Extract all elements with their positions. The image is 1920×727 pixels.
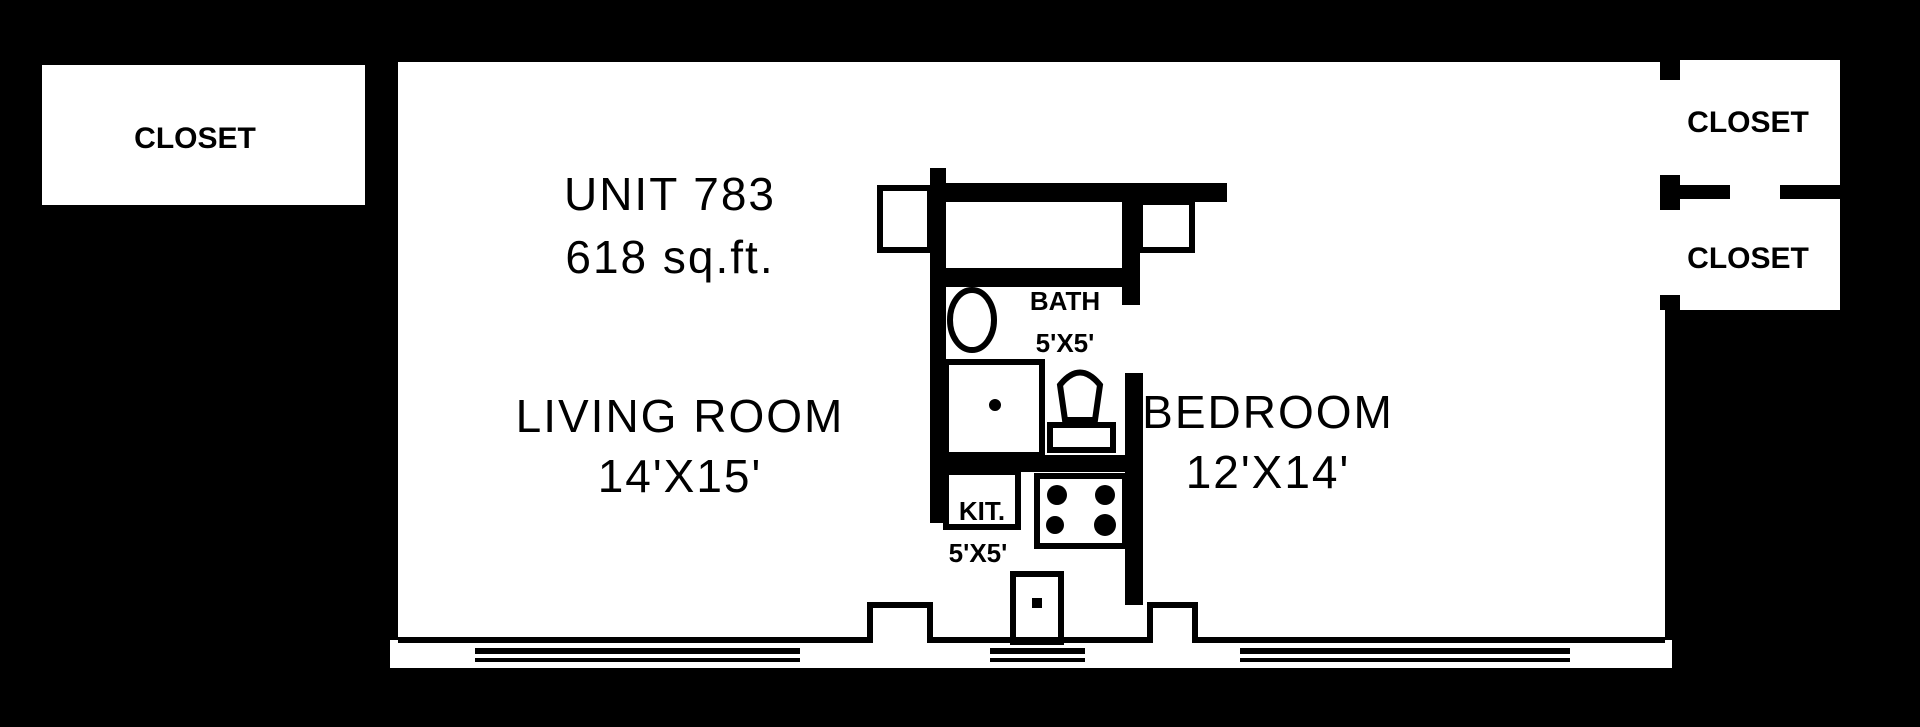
unit-area: 618 sq.ft. bbox=[565, 231, 774, 283]
sink-icon bbox=[947, 287, 997, 353]
closet-boxes bbox=[877, 185, 1195, 253]
kitchen-label: KIT. bbox=[959, 496, 1005, 526]
unit-floor bbox=[398, 62, 1665, 640]
windows bbox=[475, 648, 1570, 662]
kitchen-size: 5'X5' bbox=[949, 538, 1008, 568]
living-room-label: LIVING ROOM bbox=[516, 390, 845, 442]
bedroom-size: 12'X14' bbox=[1186, 446, 1351, 498]
closet-right-top-label: CLOSET bbox=[1687, 106, 1809, 139]
bedroom-label: BEDROOM bbox=[1142, 386, 1394, 438]
closet-left-label: CLOSET bbox=[134, 122, 256, 155]
fixtures bbox=[943, 287, 1128, 645]
fridge-icon bbox=[1010, 571, 1064, 645]
closet-left-area bbox=[42, 65, 365, 205]
stove-icon bbox=[1034, 473, 1128, 549]
bathtub-icon bbox=[943, 359, 1045, 458]
bath-size: 5'X5' bbox=[1036, 328, 1095, 358]
counter-icon bbox=[943, 469, 1021, 530]
unit-title: UNIT 783 bbox=[564, 168, 776, 220]
core-walls bbox=[930, 168, 1227, 605]
stove-burners bbox=[1032, 485, 1116, 608]
bath-label: BATH bbox=[1030, 286, 1100, 316]
closet-right-bottom-label: CLOSET bbox=[1687, 242, 1809, 275]
living-room-size: 14'X15' bbox=[598, 450, 763, 502]
toilet-icon bbox=[1056, 369, 1104, 423]
